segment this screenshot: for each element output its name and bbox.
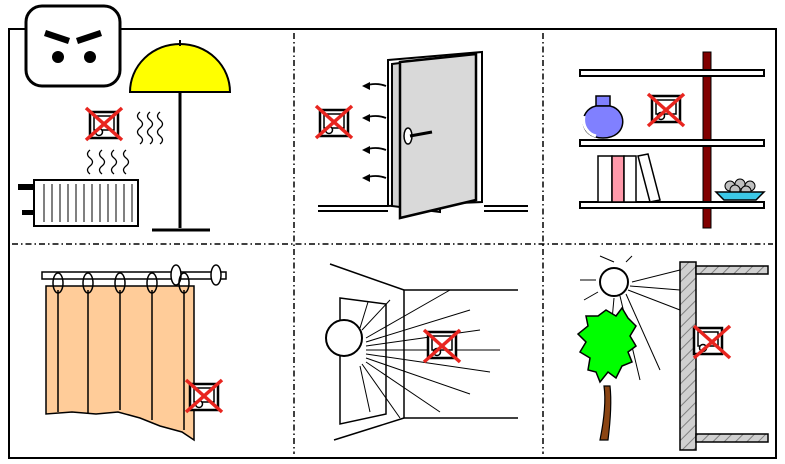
floor-lamp-icon	[128, 40, 232, 232]
outdoor-sun-scene	[576, 255, 769, 451]
caution-face-icon	[24, 4, 122, 88]
heat-waves-icon	[86, 111, 164, 175]
panel-dividers	[12, 33, 773, 454]
door-icon	[387, 50, 483, 220]
radiator-icon	[18, 179, 139, 227]
door-draft-scene	[314, 50, 528, 220]
dish-icon	[714, 178, 766, 201]
sun-rays	[359, 289, 500, 419]
curtain-icon	[45, 285, 195, 442]
books-icon	[597, 153, 661, 203]
heat-source-scene	[18, 40, 232, 232]
curtain-scene	[41, 264, 227, 442]
vase-icon	[582, 95, 624, 139]
draft-arrows-icon	[362, 82, 387, 182]
tree-icon	[576, 306, 637, 441]
curtain-rod-icon	[41, 264, 227, 294]
shelf-scene	[579, 51, 766, 229]
sun-rays	[580, 255, 681, 381]
shelf-boards	[579, 69, 765, 209]
window-sun-scene	[325, 263, 518, 441]
sun-icon	[599, 267, 629, 297]
sun-icon	[325, 319, 363, 357]
